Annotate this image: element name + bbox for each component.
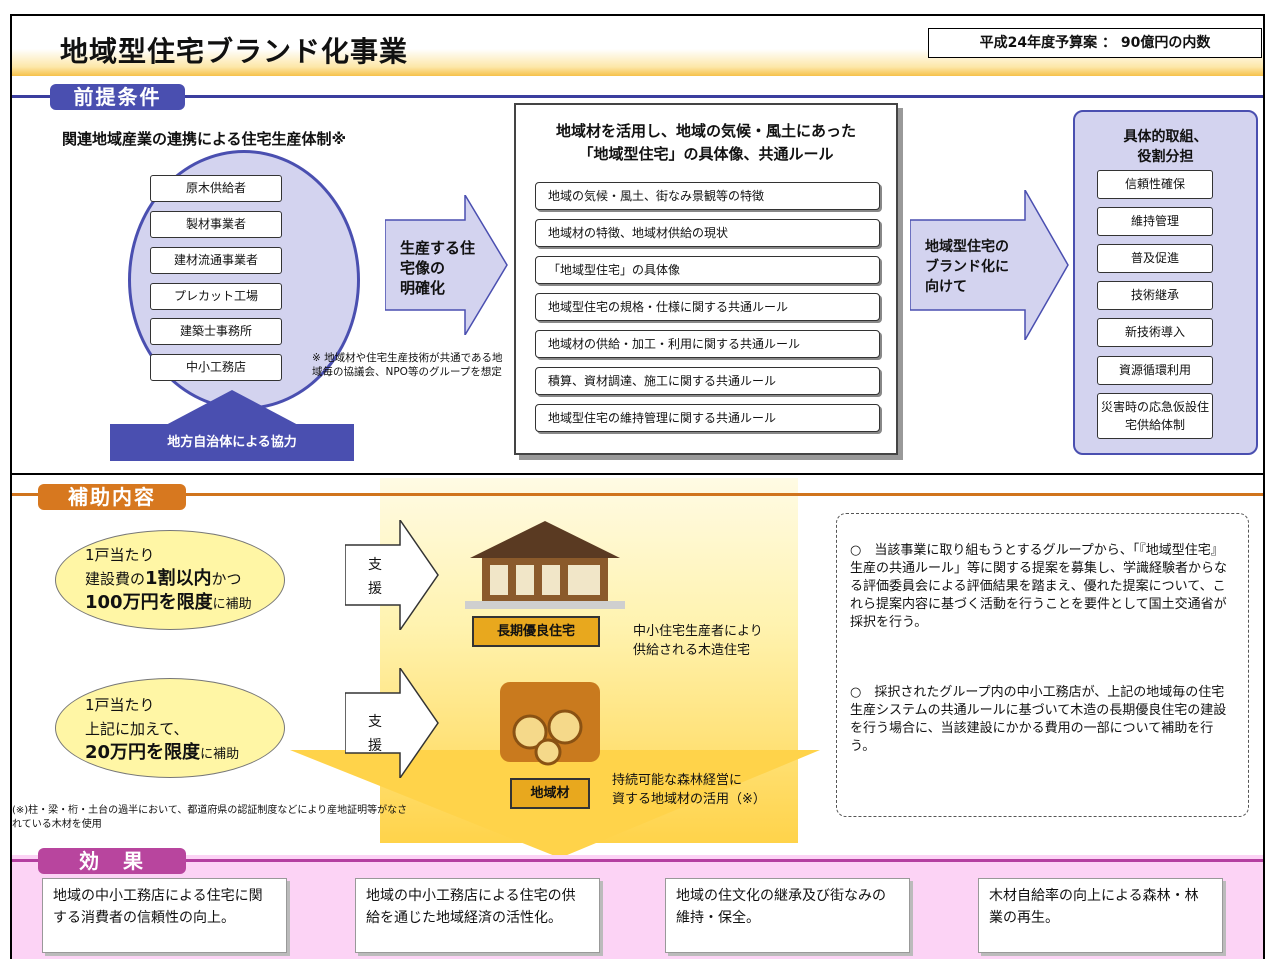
section1-footnote: ※ 地域材や住宅生産技術が共通である地域毎の協議会、NPO等のグループを想定 [312,352,503,378]
section2-footnote: (※)柱・梁・桁・土台の過半において、都道府県の認証制度などにより産地証明等がな… [12,805,408,830]
up-arrow-icon [164,390,300,426]
aid1-text: 1戸当たり 建設費の1割以内かつ 100万円を限度に補助 [85,546,252,613]
rule-item: 「地域型住宅」の具体像 [535,256,880,284]
page-title: 地域型住宅ブランド化事業 [60,35,409,68]
rule-item: 地域型住宅の維持管理に関する共通ルール [535,404,880,432]
house-label: 長期優良住宅 [472,616,600,647]
section1-subtitle: 関連地域産業の連携による住宅生産体制※ [62,130,347,148]
role-item: 技術継承 [1097,281,1213,310]
selection-paragraph-2: ○ 採択されたグループ内の中小工務店が、上記の地域毎の住宅生産システムの共通ルー… [850,685,1227,754]
role-item: 維持管理 [1097,207,1213,236]
common-rules-title: 地域材を活用し、地域の気候・風土にあった「地域型住宅」の具体像、共通ルール [555,122,856,163]
section3-rule [12,859,1263,862]
aid2-text: 1戸当たり 上記に加えて、 20万円を限度に補助 [85,696,240,763]
section-divider [12,473,1263,475]
rule-item: 地域型住宅の規格・仕様に関する共通ルール [535,293,880,321]
local-gov-box: 地方自治体による協力 [110,424,354,461]
section3-tab: 効 果 [38,848,186,874]
budget-label: 平成24年度予算案 ： 90億円の内数 [928,28,1262,58]
role-item: 災害時の応急仮設住宅供給体制 [1097,393,1213,439]
actor-box: 製材事業者 [150,211,282,238]
arrow1-text: 生産する住宅像の明確化 [400,239,476,297]
rule-item: 積算、資材調達、施工に関する共通ルール [535,367,880,395]
rule-item: 地域の気候・風土、街なみ景観等の特徴 [535,182,880,210]
aid1-ellipse [55,530,285,630]
wood-note: 持続可能な森林経営に資する地域材の活用（※） [612,773,766,807]
actor-box: 中小工務店 [150,354,282,381]
selection-paragraph-1: ○ 当該事業に取り組もうとするグループから、「『地域型住宅』生産の共通ルール」等… [850,543,1228,630]
section2-tab: 補助内容 [38,484,186,510]
support-label: 支援 [368,714,382,754]
wooden-house-icon [465,521,625,609]
role-item: 新技術導入 [1097,318,1213,347]
timber-logs-icon [500,682,600,766]
house-note: 中小住宅生産者により供給される木造住宅 [633,624,763,658]
section1-tab: 前提条件 [50,84,185,110]
arrow2-text: 地域型住宅のブランド化に向けて [925,239,1009,295]
aid2-ellipse [55,678,285,778]
effect-card: 地域の住文化の継承及び街なみの維持・保全。 [665,878,910,953]
effect-card: 地域の中小工務店による住宅に関する消費者の信頼性の向上。 [42,878,287,953]
roles-title: 具体的取組、役割分担 [1123,129,1208,165]
actor-box: 建材流通事業者 [150,247,282,274]
actor-box: プレカット工場 [150,283,282,310]
role-item: 信頼性確保 [1097,170,1213,199]
role-item: 普及促進 [1097,244,1213,273]
section1-rule [12,95,1263,98]
effect-card: 木材自給率の向上による森林・林業の再生。 [978,878,1223,953]
section2-rule [12,493,1263,496]
wood-label: 地域材 [510,778,590,809]
actor-box: 原木供給者 [150,175,282,202]
support-label: 支援 [368,557,382,597]
rule-item: 地域材の特徴、地域材供給の現状 [535,219,880,247]
support-arrow-icon [345,668,439,778]
rule-item: 地域材の供給・加工・利用に関する共通ルール [535,330,880,358]
selection-note-box [836,513,1249,817]
support-arrow-icon [345,520,439,630]
right-arrow-icon [910,190,1069,340]
actor-box: 建築士事務所 [150,318,282,345]
role-item: 資源循環利用 [1097,356,1213,385]
effect-card: 地域の中小工務店による住宅の供給を通じた地域経済の活性化。 [355,878,600,953]
right-arrow-icon [385,195,508,335]
